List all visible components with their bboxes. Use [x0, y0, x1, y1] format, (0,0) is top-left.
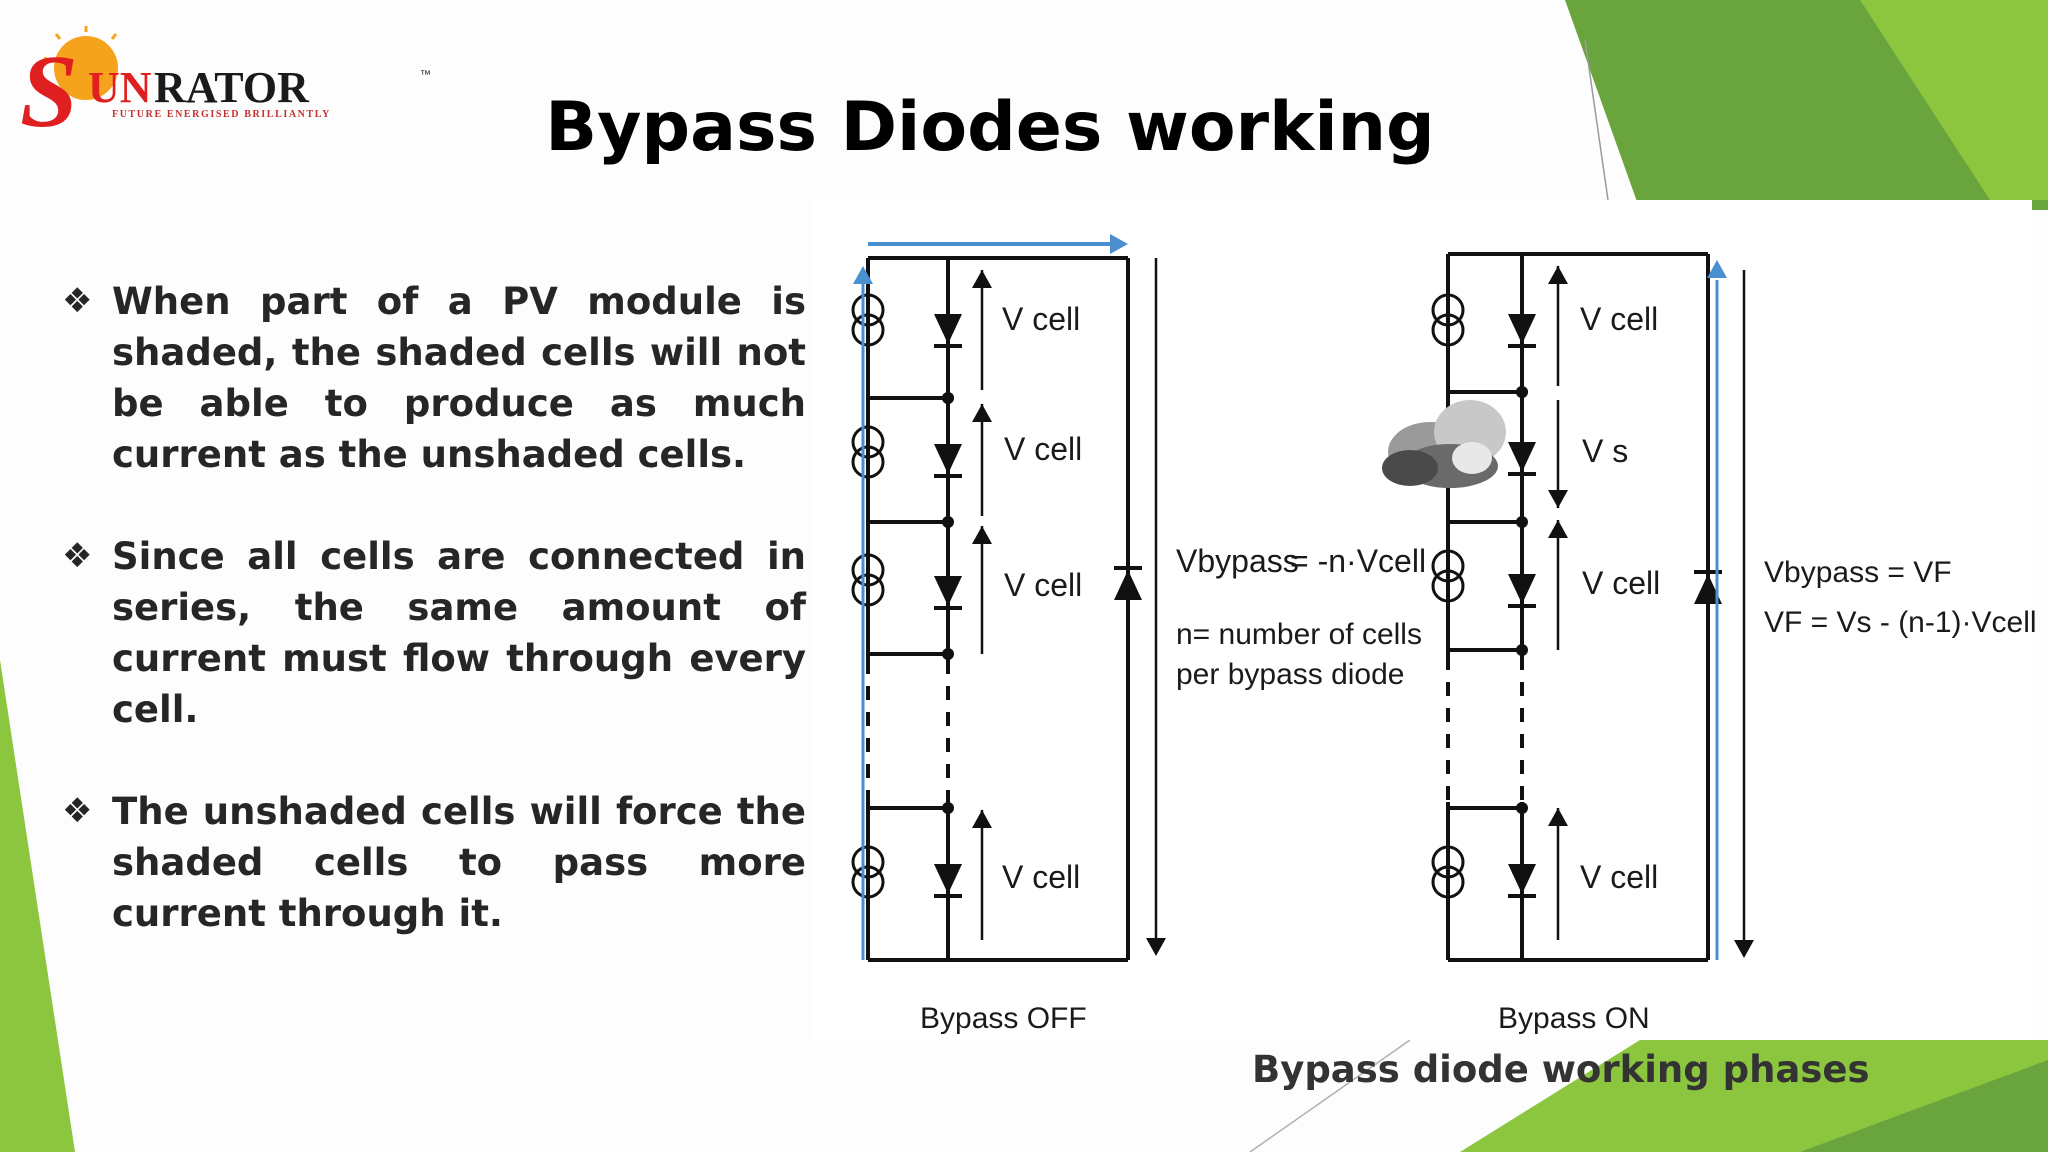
vcell-label: V cell: [1580, 859, 1658, 895]
vcell-label: V cell: [1002, 301, 1080, 337]
note-line-1: n= number of cells: [1176, 618, 1422, 651]
current-source-icon: [1431, 845, 1465, 879]
vf-eq: VF = Vs - (n-1)·Vcell: [1764, 606, 2037, 639]
current-arrow-head: [1110, 234, 1128, 254]
diode-icon: [1508, 314, 1536, 344]
current-source-icon: [1431, 569, 1465, 603]
logo-tagline: FUTURE ENERGISED BRILLIANTLY: [112, 109, 331, 120]
diamond-bullet-icon: ❖: [62, 791, 93, 831]
junction-dot: [1516, 802, 1528, 814]
current-source-icon: [851, 865, 885, 899]
current-source-icon: [1431, 313, 1465, 347]
current-source-icon: [851, 293, 885, 327]
current-source-icon: [851, 445, 885, 479]
bullet-item: ❖ When part of a PV module is shaded, th…: [62, 276, 806, 480]
gap-cover: [860, 660, 956, 800]
cloud-icon: [1382, 400, 1506, 488]
junction-dot: [942, 392, 954, 404]
top-right-green-shape-light: [1760, 0, 2048, 200]
bullet-text: The unshaded cells will force the shaded…: [112, 790, 806, 935]
vbypass-off-lhs: Vbypass: [1176, 543, 1299, 579]
arrow-head: [972, 404, 992, 422]
bullet-text: Since all cells are connected in series,…: [112, 535, 806, 731]
junction-dot: [1516, 644, 1528, 656]
sunrator-logo: S UN RATOR ™ FUTURE ENERGISED BRILLIANTL…: [20, 26, 431, 149]
arrow-head: [1146, 938, 1166, 956]
current-source-icon: [851, 845, 885, 879]
bullet-item: ❖ The unshaded cells will force the shad…: [62, 786, 806, 939]
arrow-head: [1734, 940, 1754, 958]
decor-line: [1249, 1039, 1411, 1152]
current-source-icon: [851, 553, 885, 587]
slide-title: Bypass Diodes working: [545, 88, 1435, 167]
vcell-label: V cell: [1004, 431, 1082, 467]
current-arrow-head: [853, 266, 873, 284]
sun-icon: [54, 36, 118, 100]
vcell-label: V cell: [1582, 565, 1660, 601]
arrow-head: [1548, 490, 1568, 508]
vcell-label: V cell: [1004, 567, 1082, 603]
current-source-icon: [1431, 293, 1465, 327]
gap-cover: [1440, 656, 1536, 802]
note-line-2: per bypass diode: [1176, 658, 1405, 691]
diode-icon: [1508, 574, 1536, 604]
vbypass-off-rhs: = -n·Vcell: [1290, 543, 1426, 579]
junction-dot: [1516, 516, 1528, 528]
diode-icon: [934, 576, 962, 606]
sun-rays-icon: [43, 26, 118, 62]
diode-icon: [1508, 442, 1536, 472]
diode-icon: [934, 864, 962, 894]
current-source-icon: [851, 573, 885, 607]
circuit-bypass-off: [851, 234, 1166, 962]
vs-label: V s: [1582, 433, 1628, 469]
current-source-icon: [1431, 549, 1465, 583]
logo-rator: RATOR: [154, 63, 310, 112]
diode-icon: [934, 444, 962, 474]
bullet-list: ❖ When part of a PV module is shaded, th…: [62, 276, 806, 990]
junction-dot: [1516, 386, 1528, 398]
bypass-diode-icon: [1114, 570, 1142, 600]
logo-s: S: [20, 34, 78, 149]
current-source-icon: [851, 425, 885, 459]
bullet-text: When part of a PV module is shaded, the …: [112, 280, 806, 476]
logo-trademark: ™: [420, 69, 431, 81]
decor-line: [1584, 39, 1609, 201]
vcell-label: V cell: [1580, 301, 1658, 337]
diamond-bullet-icon: ❖: [62, 281, 93, 321]
junction-dot: [942, 802, 954, 814]
bottom-left-green-shape: [0, 660, 75, 1152]
circuit-bypass-on: [1431, 252, 1754, 962]
current-arrow-head: [1707, 260, 1727, 278]
arrow-head: [972, 526, 992, 544]
figure-caption: Bypass diode working phases: [1252, 1048, 1870, 1091]
bullet-item: ❖ Since all cells are connected in serie…: [62, 531, 806, 735]
logo-un: UN: [88, 63, 152, 112]
current-source-icon: [1431, 865, 1465, 899]
junction-dot: [942, 516, 954, 528]
vbypass-on-eq: Vbypass = VF: [1764, 556, 1952, 589]
arrow-head: [972, 270, 992, 288]
diode-icon: [1508, 864, 1536, 894]
diode-icon: [934, 314, 962, 344]
vcell-label: V cell: [1002, 859, 1080, 895]
junction-dot: [942, 648, 954, 660]
arrow-head: [972, 810, 992, 828]
arrow-head: [1548, 520, 1568, 538]
arrow-head: [1548, 266, 1568, 284]
bypass-off-label: Bypass OFF: [920, 1002, 1087, 1035]
bypass-diode-icon: [1694, 574, 1722, 604]
diamond-bullet-icon: ❖: [62, 536, 93, 576]
diagram-panel: [810, 200, 2032, 1040]
current-source-icon: [851, 313, 885, 347]
bypass-on-label: Bypass ON: [1498, 1002, 1650, 1035]
arrow-head: [1548, 808, 1568, 826]
bottom-right-green-shape-dark: [1800, 1060, 2048, 1152]
